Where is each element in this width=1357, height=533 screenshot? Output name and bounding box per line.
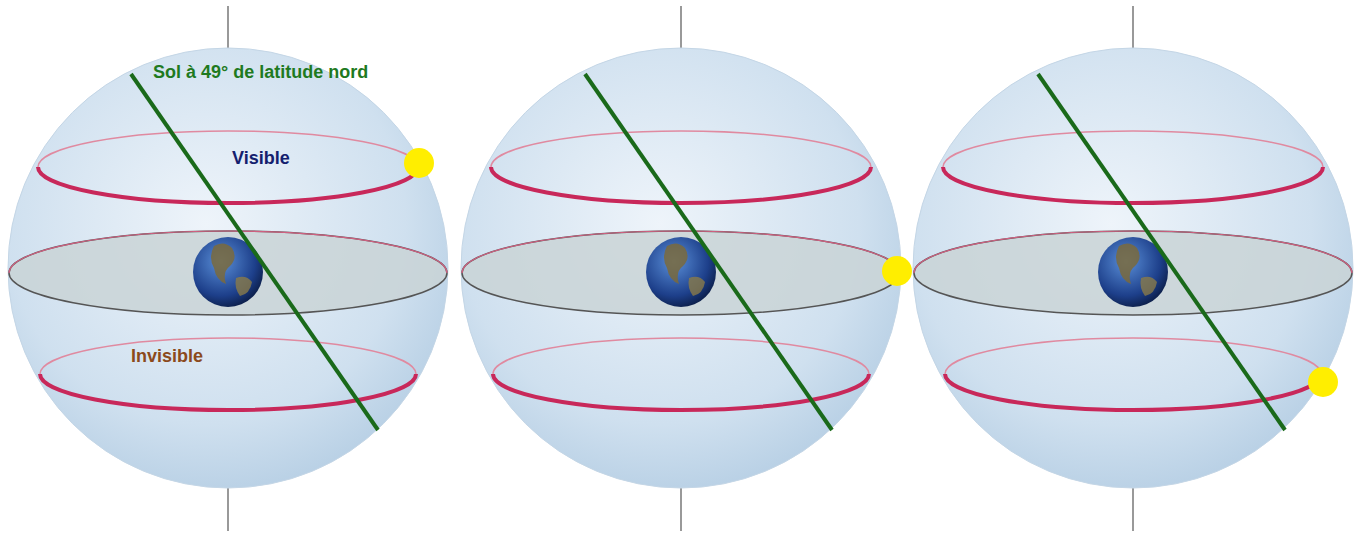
visible-label: Visible [232, 148, 290, 169]
invisible-label: Invisible [131, 346, 203, 367]
ground-label: Sol à 49° de latitude nord [153, 62, 368, 83]
sun [882, 256, 912, 286]
sun [404, 148, 434, 178]
sun [1308, 367, 1338, 397]
